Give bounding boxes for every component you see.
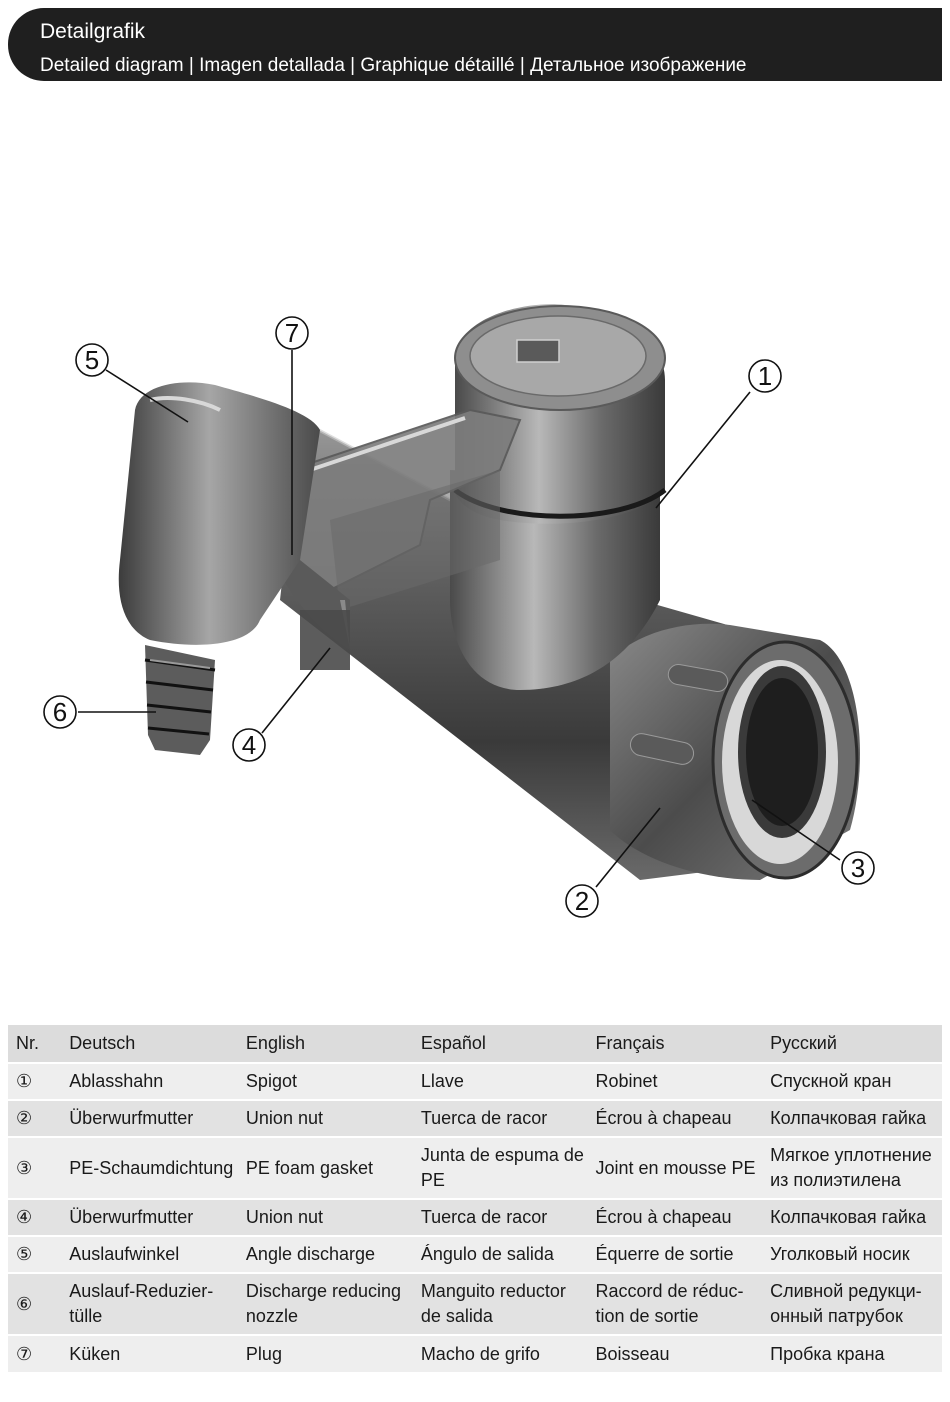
cell-english: Union nut — [245, 1207, 323, 1227]
valve-housing — [450, 470, 660, 690]
cell-russkiy: Колпачковая гайка — [770, 1207, 927, 1227]
cell-francais: Robinet — [595, 1071, 658, 1091]
svg-text:4: 4 — [242, 730, 256, 760]
cell-deutsch: Auslaufwinkel — [69, 1244, 180, 1264]
row-number: ② — [16, 1108, 33, 1128]
svg-text:5: 5 — [85, 345, 99, 375]
row-number: ④ — [16, 1207, 33, 1227]
cell-espanol: Tuerca de racor — [420, 1207, 548, 1227]
callout-2: 2 — [565, 884, 599, 918]
table-row: ④ Überwurfmutter Union nut Tuerca de rac… — [8, 1199, 942, 1236]
callout-5: 5 — [75, 343, 109, 377]
table-row: ③ PE-Schaumdichtung PE foam gasket Junta… — [8, 1137, 942, 1199]
cell-francais: Écrou à chapeau — [595, 1108, 732, 1128]
cell-espanol-text: Junta de espuma de PE — [420, 1145, 584, 1190]
valve-diagram: 1 2 3 4 5 6 7 — [43, 304, 875, 918]
valve-cap — [453, 304, 667, 524]
cell-francais: Équerre de sortie — [595, 1244, 734, 1264]
parts-table: Nr. Deutsch English Español Français Рус… — [8, 1025, 942, 1372]
cell-russkiy-text: Мягкое уплотнение из полиэтилена — [770, 1145, 932, 1190]
cell-russkiy: Спускной кран — [770, 1071, 892, 1091]
row-number: ③ — [16, 1157, 33, 1178]
cell-deutsch: Ablasshahn — [69, 1071, 164, 1091]
cell-english: Spigot — [245, 1071, 297, 1091]
pipe-opening — [711, 640, 859, 880]
table-row: ① Ablasshahn Spigot Llave Robinet Спускн… — [8, 1063, 942, 1100]
callout-6: 6 — [43, 695, 77, 729]
cell-espanol: Junta de espuma de PE — [417, 1137, 592, 1199]
row-number: ⑦ — [16, 1343, 33, 1364]
table-row: ② Überwurfmutter Union nut Tuerca de rac… — [8, 1100, 942, 1137]
callout-leaders — [78, 350, 841, 888]
cell-english-text: Discharge reducing nozzle — [245, 1281, 402, 1326]
cell-deutsch: PE-Schaumdichtung — [69, 1157, 234, 1178]
row-number: ⑤ — [16, 1244, 33, 1264]
table-row: ⑤ Auslaufwinkel Angle discharge Ángulo d… — [8, 1236, 942, 1273]
table-header-row: Nr. Deutsch English Español Français Рус… — [8, 1025, 942, 1063]
cell-russkiy: Уголковый носик — [770, 1244, 910, 1264]
header-banner: Detailgrafik Detailed diagram | Imagen d… — [8, 8, 942, 81]
svg-text:6: 6 — [53, 697, 67, 727]
header-nr: Nr. — [16, 1033, 40, 1053]
cell-english: Angle discharge — [245, 1244, 376, 1264]
cell-english: Union nut — [245, 1108, 323, 1128]
header-russkiy: Русский — [770, 1033, 837, 1053]
callout-3: 3 — [841, 851, 875, 885]
cell-russkiy: Колпачковая гайка — [770, 1108, 927, 1128]
cell-deutsch: Auslauf-Reduzier-tülle — [65, 1273, 242, 1335]
cell-espanol: Ángulo de salida — [420, 1244, 554, 1264]
angle-discharge-elbow — [118, 382, 320, 645]
cell-francais: Écrou à chapeau — [595, 1207, 732, 1227]
cell-russkiy: Пробка крана — [770, 1343, 885, 1364]
header-title: Detailgrafik — [40, 20, 146, 43]
cell-deutsch: Küken — [69, 1343, 121, 1364]
cell-francais: Joint en mousse PE — [595, 1157, 756, 1178]
header-francais: Français — [595, 1033, 665, 1053]
callout-1: 1 — [748, 359, 782, 393]
cell-english: Discharge reducing nozzle — [242, 1273, 417, 1335]
svg-text:7: 7 — [285, 318, 299, 348]
cell-espanol: Llave — [420, 1071, 464, 1091]
header-deutsch: Deutsch — [69, 1033, 136, 1053]
header-subtitle: Detailed diagram | Imagen detallada | Gr… — [40, 55, 747, 76]
callout-markers: 1 2 3 4 5 6 7 — [43, 316, 875, 918]
cell-deutsch-text: Auslauf-Reduzier-tülle — [69, 1281, 214, 1326]
table-row: ⑦ Küken Plug Macho de grifo Boisseau Про… — [8, 1335, 942, 1372]
callout-4: 4 — [232, 728, 266, 762]
cell-deutsch: Überwurfmutter — [69, 1108, 194, 1128]
cell-russkiy-text: Сливной редукци-онный патрубок — [770, 1281, 922, 1326]
cell-espanol-text: Manguito reductor de salida — [420, 1281, 566, 1326]
svg-text:2: 2 — [575, 886, 589, 916]
cell-francais-text: Raccord de réduc-tion de sortie — [595, 1281, 744, 1326]
row-number: ⑥ — [16, 1293, 33, 1314]
cell-russkiy: Сливной редукци-онный патрубок — [766, 1273, 942, 1335]
cell-francais: Boisseau — [595, 1343, 670, 1364]
header-english: English — [245, 1033, 305, 1053]
cell-english: Plug — [245, 1343, 282, 1364]
header-espanol: Español — [420, 1033, 486, 1053]
table-row: ⑥ Auslauf-Reduzier-tülle Discharge reduc… — [8, 1273, 942, 1335]
callout-7: 7 — [275, 316, 309, 350]
cell-espanol: Manguito reductor de salida — [417, 1273, 592, 1335]
cell-espanol: Macho de grifo — [420, 1343, 540, 1364]
row-number: ① — [16, 1071, 33, 1091]
reducing-nozzle — [144, 645, 216, 755]
cell-francais: Raccord de réduc-tion de sortie — [591, 1273, 766, 1335]
cell-english: PE foam gasket — [245, 1157, 373, 1178]
cell-deutsch: Überwurfmutter — [69, 1207, 194, 1227]
svg-text:1: 1 — [758, 361, 772, 391]
svg-text:3: 3 — [851, 853, 865, 883]
cell-russkiy: Мягкое уплотнение из полиэтилена — [766, 1137, 942, 1199]
cell-espanol: Tuerca de racor — [420, 1108, 548, 1128]
